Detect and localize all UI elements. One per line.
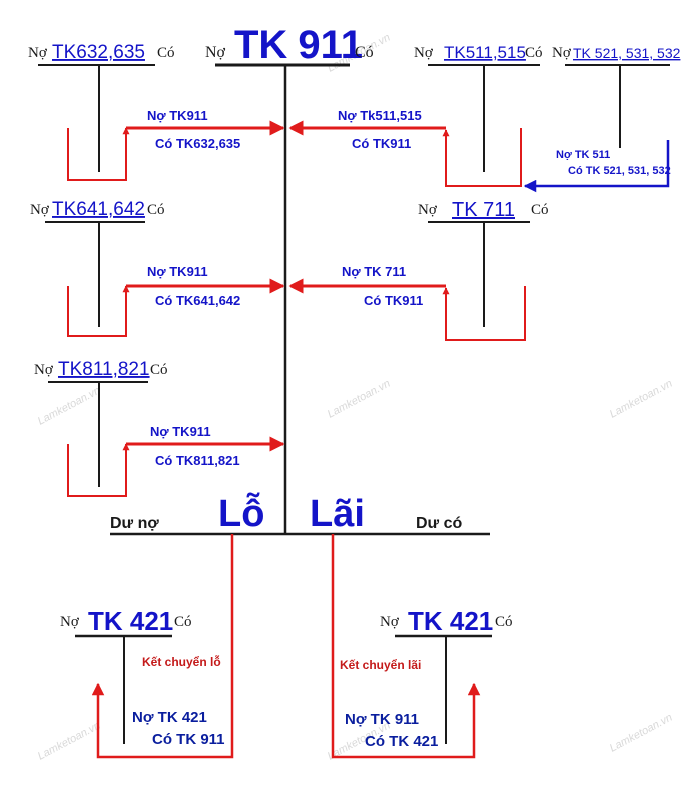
- account-tk421-profit: Nợ TK 421 Có Kết chuyển lãi Nợ TK 911 Có…: [340, 606, 513, 750]
- account-name: TK632,635: [52, 42, 145, 63]
- entry-credit: Có TK811,821: [155, 453, 240, 468]
- account-debit-label: Nợ: [414, 45, 434, 61]
- tk911-t-account: Nợ TK 911 Có Lỗ Lãi Dư nợ Dư có: [110, 23, 490, 536]
- credit-balance-label: Dư có: [416, 515, 462, 532]
- account-name: TK511,515: [444, 43, 526, 62]
- tk911-credit-label: Có: [355, 44, 374, 61]
- profit-transfer-line: [331, 534, 481, 759]
- watermark-text: Lamketoan.vn: [326, 378, 393, 421]
- transfer-bracket: [442, 128, 522, 187]
- entry-credit: Có TK911: [352, 136, 411, 151]
- account-tk641-642: Nợ TK641,642 Có Nợ TK911 Có TK641,642: [30, 199, 285, 337]
- entry-debit: Nợ TK 911: [345, 711, 419, 728]
- entry-credit: Có TK641,642: [155, 293, 240, 308]
- watermark-text: Lamketoan.vn: [608, 712, 675, 755]
- entry-debit: Nợ TK 421: [132, 709, 207, 726]
- account-tk521-531-532: Nợ TK 521, 531, 532 Nợ TK 511 Có TK 521,…: [523, 45, 681, 193]
- loss-transfer-line: [91, 534, 234, 759]
- account-name: TK 421: [88, 606, 173, 636]
- account-debit-label: Nợ: [418, 202, 438, 218]
- entry-credit: Có TK632,635: [155, 136, 240, 151]
- account-debit-label: Nợ: [30, 202, 50, 218]
- deduction-bracket: [523, 140, 670, 193]
- account-credit-label: Có: [174, 614, 192, 630]
- account-tk421-loss: Nợ TK 421 Có Kết chuyển lỗ Nợ TK 421 Có …: [60, 606, 225, 748]
- account-name: TK811,821: [58, 359, 150, 380]
- account-debit-label: Nợ: [28, 45, 48, 61]
- account-tk511-515: Nợ TK511,515 Có Nợ Tk511,515 Có TK911: [288, 43, 543, 187]
- account-debit-label: Nợ: [380, 614, 400, 630]
- watermark-text: Lamketoan.vn: [608, 378, 675, 421]
- entry-credit: Có TK 521, 531, 532: [568, 165, 671, 177]
- account-credit-label: Có: [525, 45, 543, 61]
- watermark-text: Lamketoan.vn: [36, 385, 103, 428]
- entry-credit: Có TK 911: [152, 731, 225, 748]
- account-name: TK641,642: [52, 199, 145, 220]
- entry-credit: Có TK 421: [365, 733, 438, 750]
- account-name: TK 521, 531, 532: [573, 45, 681, 61]
- account-credit-label: Có: [157, 45, 175, 61]
- watermark-text: Lamketoan.vn: [36, 720, 103, 763]
- account-credit-label: Có: [150, 362, 168, 378]
- transfer-label: Kết chuyển lãi: [340, 658, 421, 672]
- tk911-debit-label: Nợ: [205, 44, 226, 61]
- account-tk811-821: Nợ TK811,821 Có Nợ TK911 Có TK811,821: [34, 359, 285, 497]
- entry-debit: Nợ TK911: [150, 424, 211, 439]
- account-credit-label: Có: [147, 202, 165, 218]
- account-tk711: Nợ TK 711 Có Nợ TK 711 Có TK911: [288, 199, 549, 341]
- entry-debit: Nợ TK 711: [342, 264, 406, 279]
- account-name: TK 421: [408, 606, 493, 636]
- entry-debit: Nợ Tk511,515: [338, 108, 422, 123]
- entry-debit: Nợ TK911: [147, 108, 208, 123]
- entry-credit: Có TK911: [364, 293, 423, 308]
- account-debit-label: Nợ: [552, 45, 572, 61]
- transfer-label: Kết chuyển lỗ: [142, 654, 221, 669]
- account-credit-label: Có: [495, 614, 513, 630]
- tk911-title: TK 911: [234, 23, 363, 67]
- account-name: TK 711: [452, 199, 515, 221]
- account-tk632-635: Nợ TK632,635 Có Nợ TK911 Có TK632,635: [28, 42, 285, 181]
- transfer-bracket: [67, 127, 130, 181]
- entry-debit: Nợ TK 511: [556, 149, 610, 161]
- account-credit-label: Có: [531, 202, 549, 218]
- profit-label: Lãi: [310, 493, 365, 535]
- account-debit-label: Nợ: [60, 614, 80, 630]
- loss-label: Lỗ: [218, 491, 264, 535]
- transfer-bracket: [442, 286, 526, 341]
- entry-debit: Nợ TK911: [147, 264, 208, 279]
- transfer-bracket: [67, 285, 130, 337]
- account-debit-label: Nợ: [34, 362, 54, 378]
- debit-balance-label: Dư nợ: [110, 515, 159, 532]
- transfer-bracket: [67, 443, 130, 497]
